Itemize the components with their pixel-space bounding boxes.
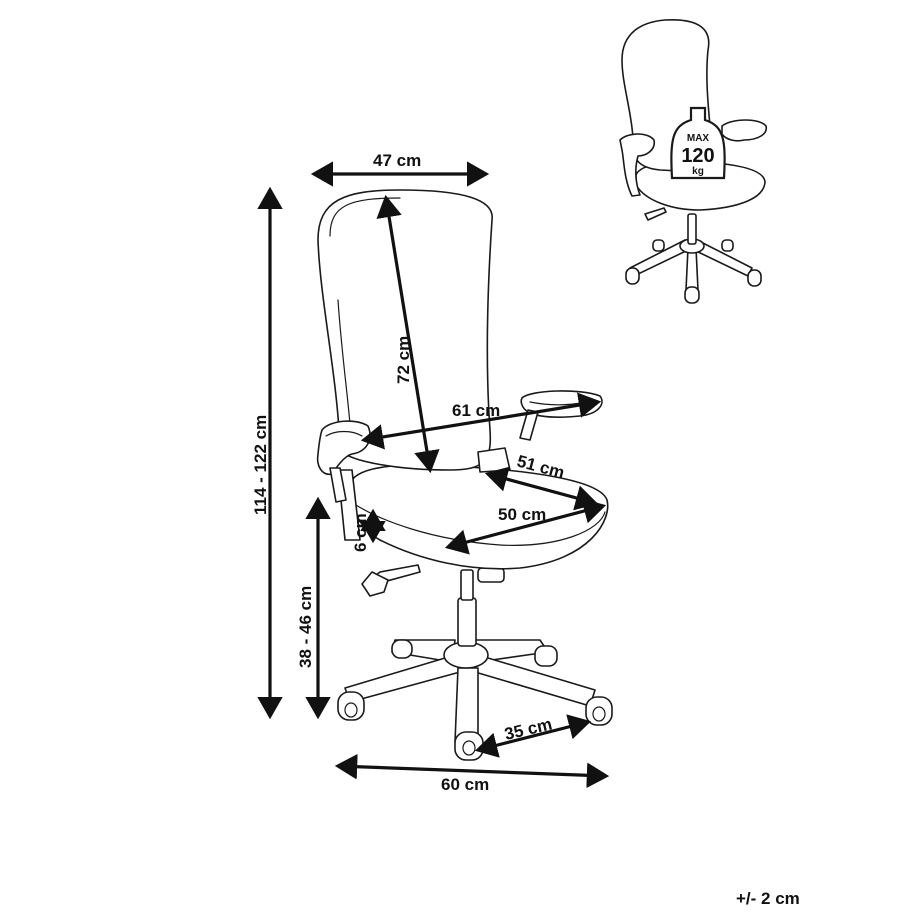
seat-width-label: 50 cm [498, 505, 546, 524]
back-height-label: 72 cm [394, 336, 413, 384]
seat-width-arrow [444, 498, 607, 555]
badge-unit-text: kg [692, 166, 704, 177]
right-armrest [519, 390, 603, 441]
badge-max-text: MAX [687, 133, 710, 144]
armrest-width-arrow [360, 392, 602, 450]
wheel-span-label: 35 cm [503, 715, 554, 744]
wheel-span-arrow [474, 714, 592, 758]
seat-depth-arrow [484, 466, 599, 511]
weight-capacity-badge: MAX 120 kg [670, 106, 726, 180]
seat-thickness-label: 6 cm [351, 513, 370, 552]
backrest-support [477, 447, 511, 473]
tolerance-note: +/- 2 cm [736, 889, 800, 908]
left-armrest [316, 420, 371, 503]
gas-lift [457, 567, 505, 647]
chair-seat [348, 464, 609, 570]
dimension-lines [257, 161, 610, 789]
seat-height-label: 38 - 46 cm [296, 586, 315, 668]
back-width-label: 47 cm [373, 151, 421, 170]
base-width-label: 60 cm [441, 775, 489, 794]
base-width-arrow [334, 753, 610, 789]
armrest-width-label: 61 cm [452, 401, 500, 420]
height-lever [361, 564, 421, 597]
chair-illustration [316, 189, 613, 761]
total-height-label: 114 - 122 cm [251, 415, 270, 515]
badge-weight-number: 120 [681, 145, 714, 167]
